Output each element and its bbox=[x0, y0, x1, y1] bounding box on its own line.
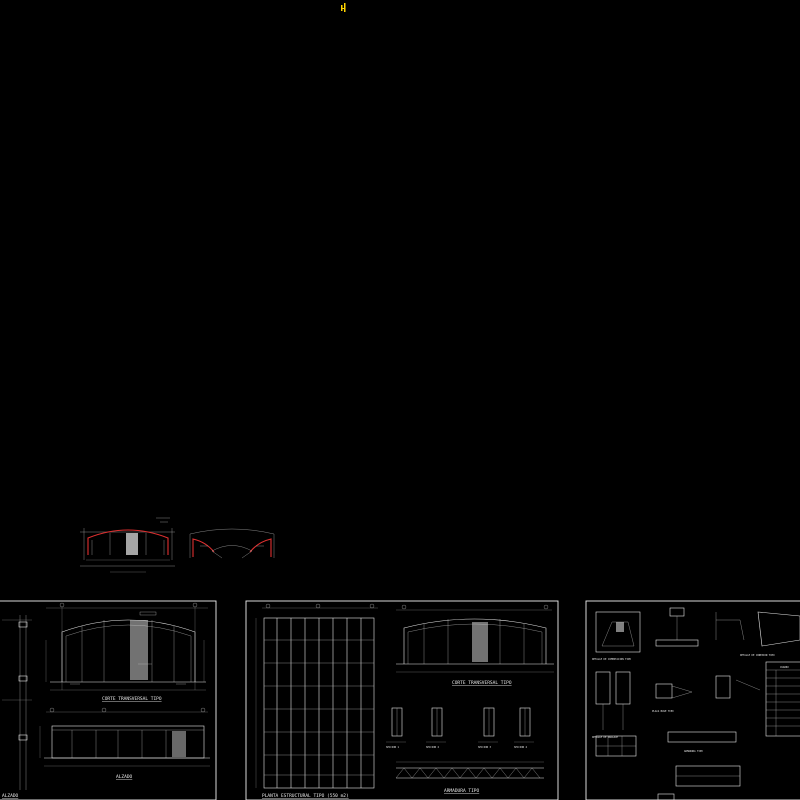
section-1-label: SECCION 1 bbox=[386, 746, 400, 749]
preview-frame-section-1 bbox=[80, 517, 175, 573]
sheet2-truss-label: ARMADURA TIPO bbox=[444, 788, 480, 794]
sheet1-left-column-detail bbox=[2, 615, 32, 790]
sheet3-anchor-detail bbox=[595, 671, 631, 730]
sheet3-reinforcement bbox=[595, 731, 741, 800]
sheet-3[interactable]: DETALLE DE CIMENTACION TIPO DETALLE DE C… bbox=[585, 600, 800, 800]
section-3-label: SECCION 3 bbox=[478, 746, 492, 749]
sheet1-elevation bbox=[39, 707, 210, 767]
sheet2-truss bbox=[395, 761, 544, 779]
sheet1-left-label: ALZADO bbox=[2, 793, 19, 799]
sheet1-elevation-label: ALZADO bbox=[116, 774, 133, 780]
sheet3-reinf-label: ARMADURA TIPO bbox=[684, 750, 703, 753]
sheet2-section-label: CORTE TRANSVERSAL TIPO bbox=[452, 680, 512, 686]
preview-frame-section-2 bbox=[189, 528, 275, 559]
sheet3-anchor-label: DETALLE DE ANCLAJE bbox=[592, 736, 618, 739]
section-2-label: SECCION 2 bbox=[426, 746, 440, 749]
sheet3-base-plate bbox=[655, 675, 761, 699]
sheet3-foundation-detail bbox=[595, 611, 641, 653]
sheet-2[interactable]: PLANTA ESTRUCTURAL TIPO (550 m2) CORTE T… bbox=[245, 600, 559, 800]
sheet-1[interactable]: ALZADO CORTE TRANSVERSAL TIPO bbox=[0, 600, 217, 800]
sheet3-column-footing bbox=[655, 607, 699, 647]
sheet3-plate-label: PLACA BASE TIPO bbox=[652, 710, 674, 713]
section-4-label: SECCION 4 bbox=[514, 746, 528, 749]
sheet3-detail-b-label: DETALLE DE CONEXION TIPO bbox=[740, 654, 775, 657]
sheet1-section-label: CORTE TRANSVERSAL TIPO bbox=[102, 696, 162, 702]
sheet3-table-header: CUADRO bbox=[780, 666, 789, 669]
sheet3-detail-a-label: DETALLE DE CIMENTACION TIPO bbox=[592, 658, 631, 661]
ucs-icon bbox=[341, 3, 346, 12]
sheet3-table bbox=[765, 661, 800, 737]
sheet1-transverse-section bbox=[45, 602, 208, 691]
sheet2-plan-label: PLANTA ESTRUCTURAL TIPO (550 m2) bbox=[262, 793, 349, 799]
sheet2-structural-plan bbox=[255, 603, 378, 789]
sheet2-transverse-section bbox=[396, 604, 554, 673]
sheet3-connection-detail bbox=[715, 611, 800, 647]
sheet2-column-sections bbox=[386, 707, 534, 743]
